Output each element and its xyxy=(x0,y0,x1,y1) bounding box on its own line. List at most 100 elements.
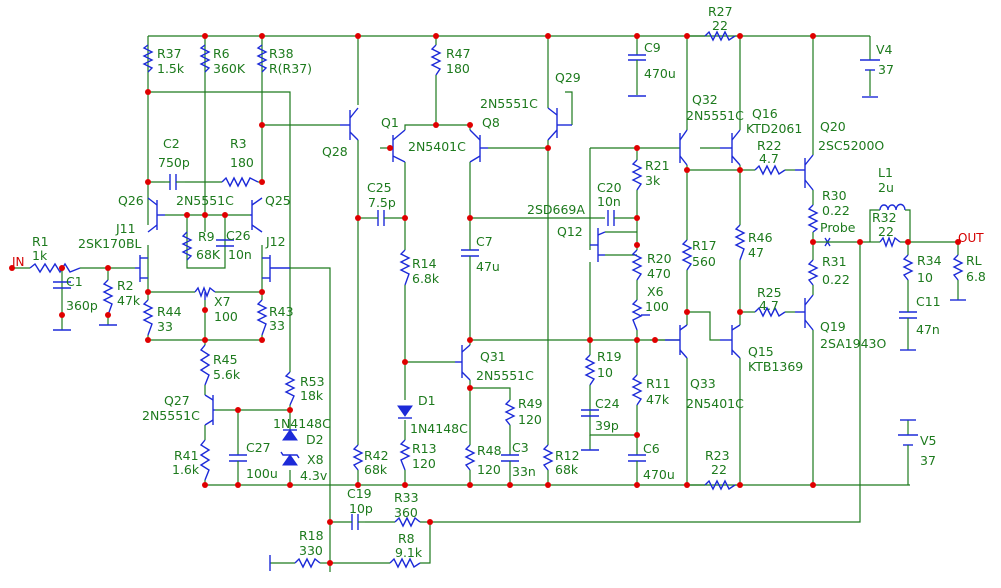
label-r25: R25 xyxy=(757,285,782,300)
r27-resistor xyxy=(704,30,736,42)
value-r33: 360 xyxy=(394,505,418,520)
label-q12: Q12 xyxy=(557,224,583,239)
r19-resistor xyxy=(584,354,596,386)
label-r47: R47 xyxy=(446,46,471,61)
type-q27: 2N5551C xyxy=(142,408,200,423)
rl-resistor xyxy=(952,254,964,281)
value-r43: 33 xyxy=(269,318,285,333)
q16-transistor xyxy=(720,129,741,166)
label-d1: D1 xyxy=(418,393,436,408)
value-r2: 47k xyxy=(117,293,141,308)
label-r11: R11 xyxy=(646,376,671,391)
label-r9: R9 xyxy=(198,229,215,244)
x7-trimmer xyxy=(194,286,216,300)
value-r49: 120 xyxy=(518,412,542,427)
value-v4: 37 xyxy=(878,62,894,77)
label-r43: R43 xyxy=(269,304,294,319)
label-r2: R2 xyxy=(117,278,134,293)
value-r42: 68k xyxy=(364,462,388,477)
label-r41: R41 xyxy=(174,448,199,463)
label-r33: R33 xyxy=(394,490,419,505)
j12-jfet xyxy=(262,255,290,282)
type-q20: 2SC5200O xyxy=(818,138,884,153)
label-r34: R34 xyxy=(917,253,942,268)
r42-resistor xyxy=(352,444,364,471)
c7-capacitor xyxy=(461,240,479,268)
label-q20: Q20 xyxy=(820,119,846,134)
value-r48: 120 xyxy=(477,462,501,477)
label-r30: R30 xyxy=(822,188,847,203)
label-c20: C20 xyxy=(597,180,622,195)
label-r31: R31 xyxy=(822,254,847,269)
label-r13: R13 xyxy=(412,441,437,456)
r34-resistor xyxy=(902,254,914,281)
label-x7: X7 xyxy=(214,294,231,309)
component-labels: R27 22 R37 1.5k R6 360K R38 R(R37) R47 1… xyxy=(12,4,986,560)
d2-diode xyxy=(282,429,298,441)
value-v5: 37 xyxy=(920,453,936,468)
r53-resistor xyxy=(284,371,296,406)
x8-zener xyxy=(280,451,300,466)
c24-capacitor xyxy=(581,409,599,417)
value-r37: 1.5k xyxy=(157,61,185,76)
r47-resistor xyxy=(430,44,442,76)
value-r23: 22 xyxy=(711,462,727,477)
label-q19: Q19 xyxy=(820,319,846,334)
r32-resistor xyxy=(879,236,901,248)
q28-transistor xyxy=(340,107,359,141)
q25-transistor xyxy=(250,197,263,233)
type-q1: 2N5401C xyxy=(408,139,466,154)
label-v5: V5 xyxy=(920,433,937,448)
label-c19: C19 xyxy=(347,486,372,501)
components xyxy=(29,30,966,571)
c1-capacitor xyxy=(53,281,71,289)
value-r20: 470 xyxy=(647,266,671,281)
value-r41: 1.6k xyxy=(172,462,200,477)
value-c19: 10p xyxy=(349,501,373,516)
label-q26: Q26 xyxy=(118,193,144,208)
label-c6: C6 xyxy=(643,441,660,456)
type-d2: 1N4148C xyxy=(273,416,331,431)
type-q15: KTB1369 xyxy=(748,359,803,374)
value-r14: 6.8k xyxy=(412,271,440,286)
value-r9: 68K xyxy=(196,247,221,262)
c20-capacitor xyxy=(607,210,620,226)
label-r48: R48 xyxy=(477,443,502,458)
j11-jfet xyxy=(135,255,148,282)
label-c2: C2 xyxy=(163,136,180,151)
r3-resistor xyxy=(221,176,259,188)
q20-transistor xyxy=(795,154,814,191)
r13-resistor xyxy=(399,439,411,471)
ground-symbols xyxy=(53,95,966,571)
value-c27: 100u xyxy=(246,466,278,481)
label-j11: J11 xyxy=(115,221,136,236)
type-d1: 1N4148C xyxy=(410,421,468,436)
label-d2: D2 xyxy=(306,432,324,447)
r25-resistor xyxy=(754,306,786,318)
value-r30: 0.22 xyxy=(822,203,850,218)
label-q25: Q25 xyxy=(265,193,291,208)
r22-resistor xyxy=(754,164,786,176)
r31-resistor xyxy=(807,259,819,286)
label-r37: R37 xyxy=(157,46,182,61)
type-q16: KTD2061 xyxy=(746,121,802,136)
label-q33: Q33 xyxy=(690,376,716,391)
r45-resistor xyxy=(199,344,211,386)
label-r44: R44 xyxy=(157,304,182,319)
label-q32: Q32 xyxy=(692,92,718,107)
value-r38: R(R37) xyxy=(269,61,312,76)
value-c6: 470u xyxy=(643,467,675,482)
c25-capacitor xyxy=(372,210,390,226)
q8-transistor xyxy=(469,129,488,163)
type-j11: 2SK170BL xyxy=(78,236,142,251)
type-q33: 2N5401C xyxy=(686,396,744,411)
r48-resistor xyxy=(464,444,476,471)
label-j12: J12 xyxy=(265,234,286,249)
label-probe: Probe xyxy=(820,220,856,235)
c11-capacitor xyxy=(899,300,917,330)
label-c24: C24 xyxy=(595,396,620,411)
type-q31: 2N5551C xyxy=(476,368,534,383)
label-c27: C27 xyxy=(246,440,271,455)
label-out: OUT xyxy=(958,231,984,245)
value-c1: 360p xyxy=(66,298,98,313)
